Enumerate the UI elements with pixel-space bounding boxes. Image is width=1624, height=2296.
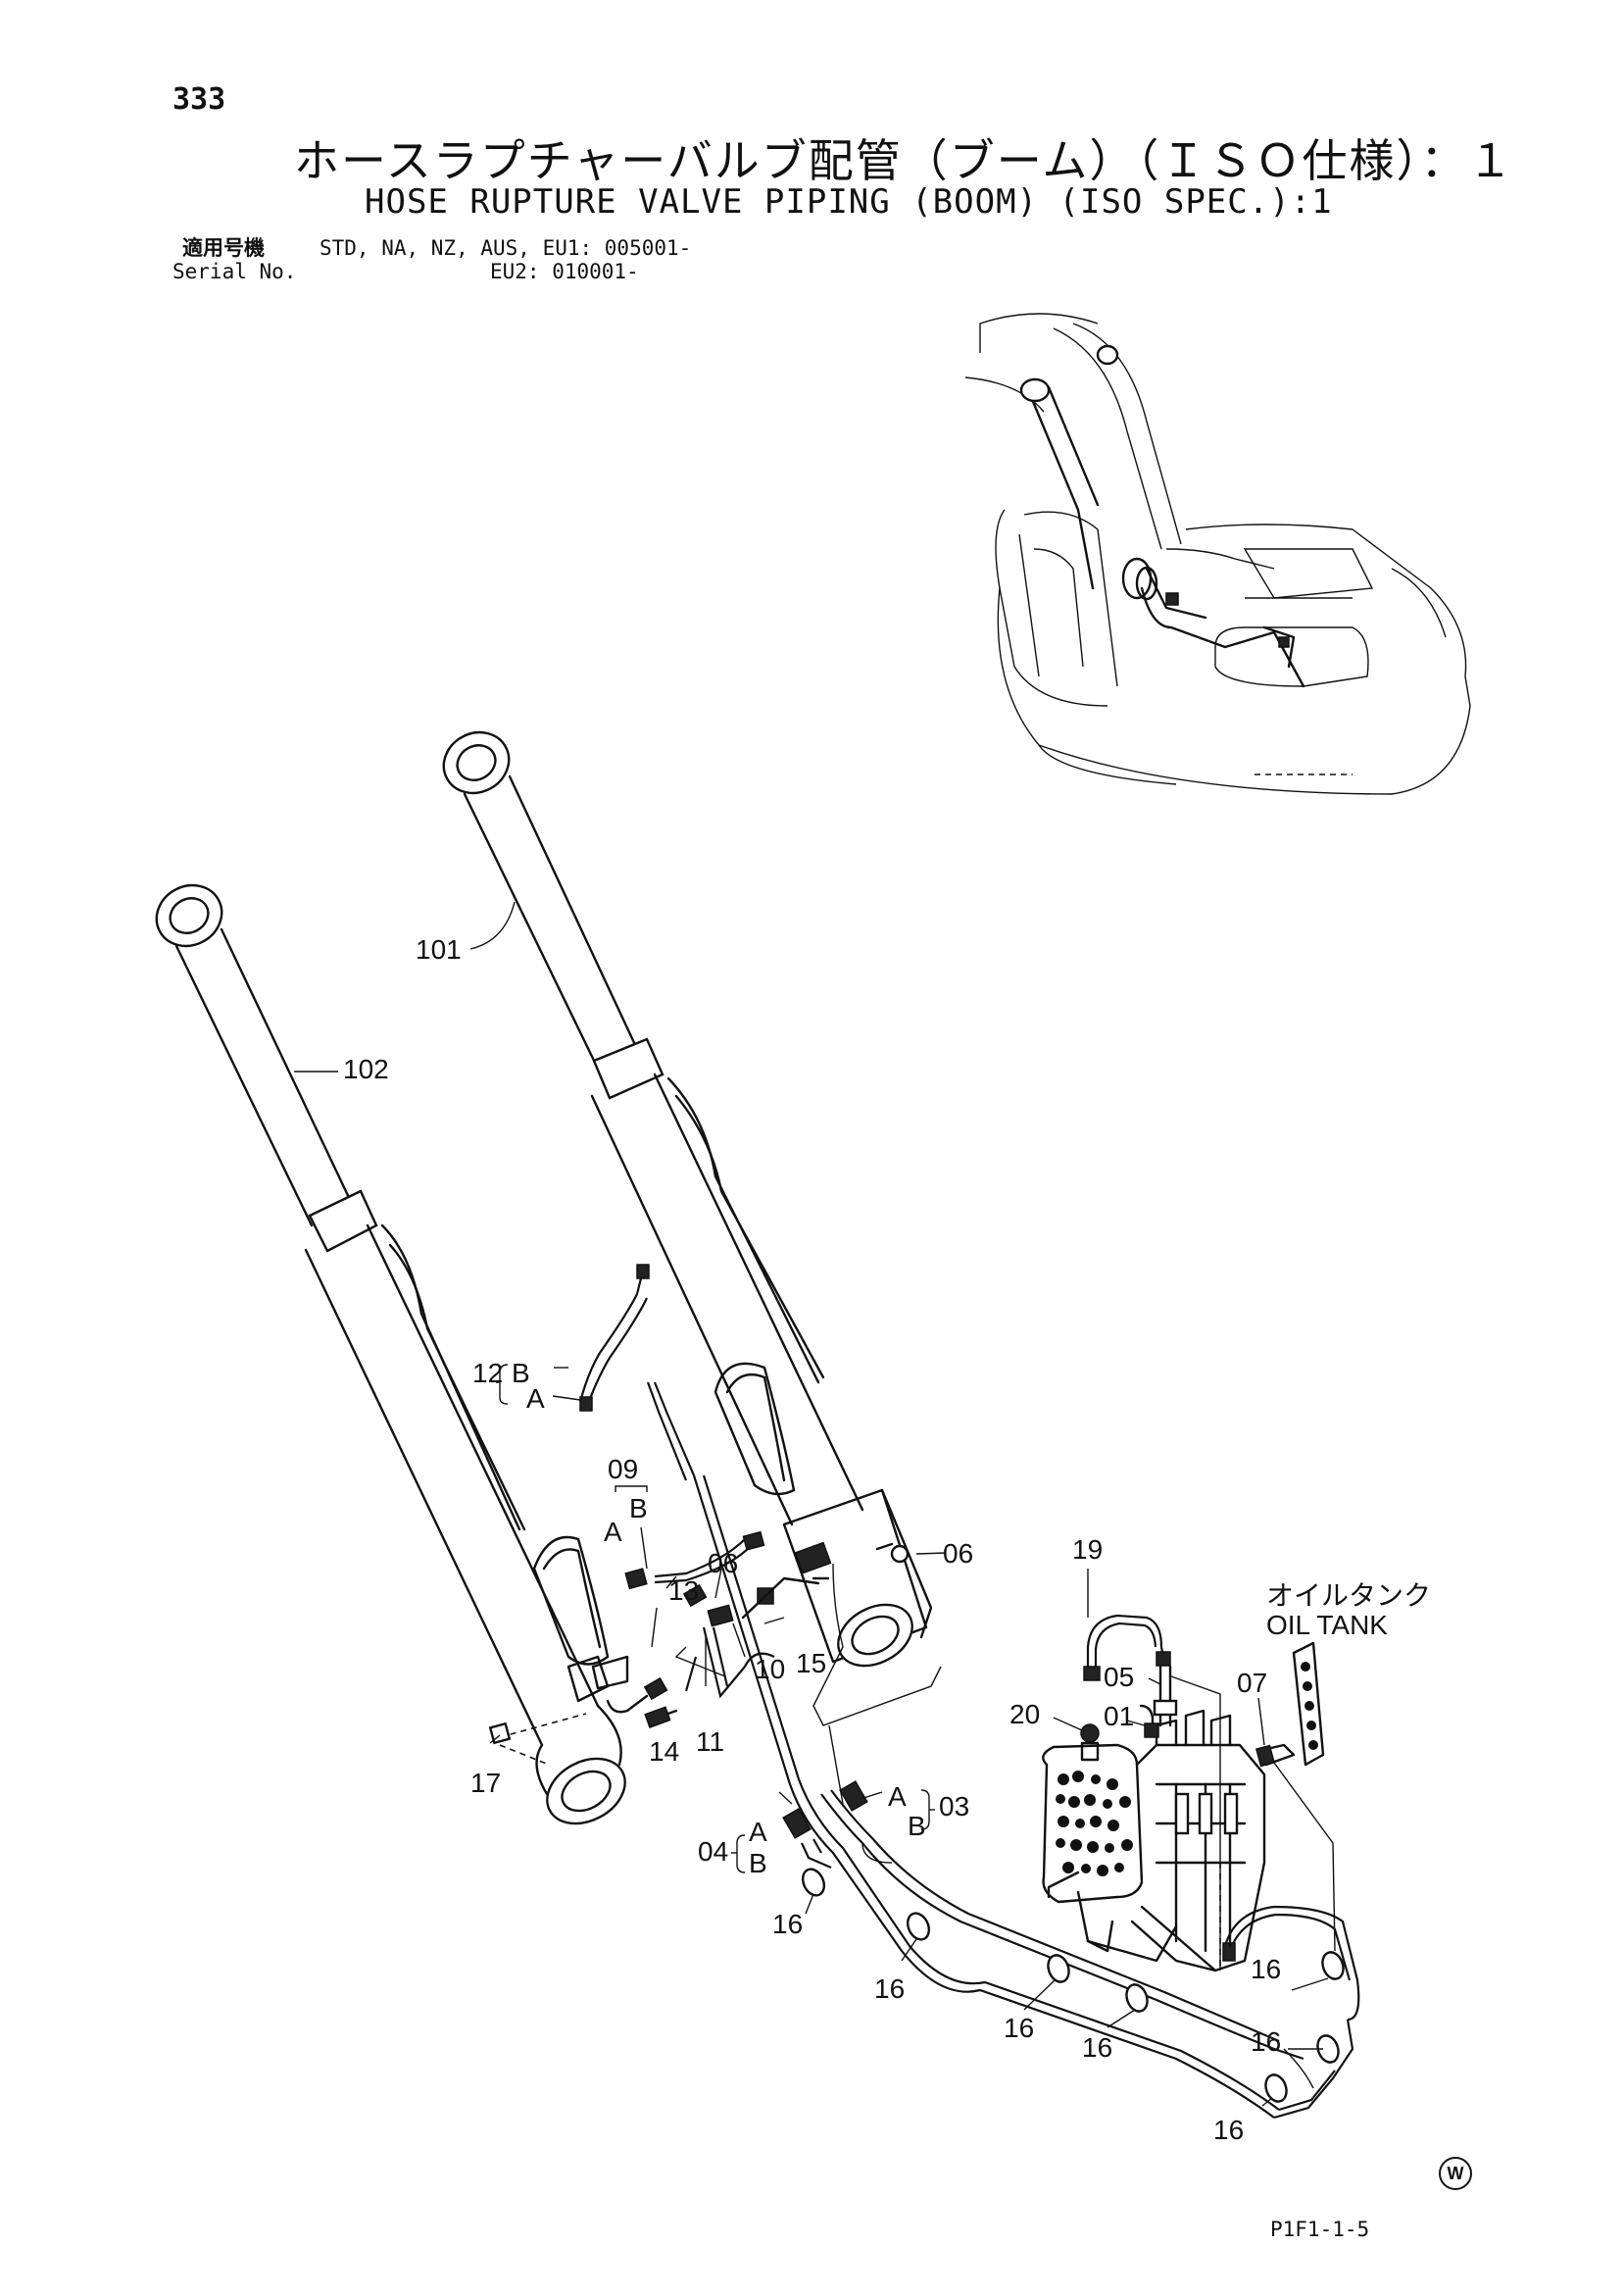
callout-16-5: 16 [1213,2115,1244,2145]
callout-101: 101 [416,934,462,965]
page-number: 333 [172,82,226,117]
callout-102: 102 [343,1054,389,1084]
pilot-hose-19 [1080,1614,1221,1971]
callout-16-7: 16 [1251,2026,1281,2057]
callout-labels: 101 102 12 B A 09 B A 06 06 13 10 15 11 … [343,934,1281,2145]
valve-piping-hoses [488,1264,910,1766]
callout-16-6: 16 [1251,1954,1281,1984]
callout-06-right: 06 [943,1538,973,1569]
callout-04b: B [749,1848,767,1878]
callout-16-3: 16 [1004,2013,1034,2043]
serial-label-jp: 適用号機 [182,236,265,260]
callout-09b: B [629,1493,648,1523]
callout-07: 07 [1237,1668,1267,1698]
callout-17: 17 [470,1768,501,1798]
callout-03: 03 [939,1791,969,1822]
oil-tank-port [1255,1641,1336,1952]
callout-05: 05 [1104,1662,1134,1692]
callout-04a: A [749,1817,767,1847]
leader-lines [294,901,1329,2107]
boom-cylinder-102 [155,883,626,1825]
callout-04: 04 [698,1836,728,1867]
callout-16-4: 16 [1082,2032,1112,2063]
callout-09a: A [604,1517,622,1547]
callout-19: 19 [1072,1534,1103,1565]
callout-11: 11 [696,1726,724,1757]
callout-16-2: 16 [874,1973,905,2004]
callout-14: 14 [649,1736,679,1767]
callout-12b: B [512,1358,530,1388]
callout-15: 15 [796,1648,826,1678]
boom-cylinder-101 [442,730,933,1668]
callout-20: 20 [1009,1699,1040,1729]
hose-clamps-16 [801,1868,1345,2103]
callout-10: 10 [755,1654,785,1684]
callout-03b: B [908,1811,926,1841]
page-title-jp: ホースラプチャーバルブ配管（ブーム）（ＩＳＯ仕様）：１ [294,134,1515,187]
callout-16-1: 16 [772,1909,803,1939]
page-title-en: HOSE RUPTURE VALVE PIPING (BOOM) (ISO SP… [365,182,1333,222]
callout-01: 01 [1104,1701,1134,1731]
oil-tank-label-jp: オイルタンク [1266,1579,1432,1612]
callout-03a: A [888,1781,907,1812]
callout-06-left: 06 [708,1548,738,1578]
long-hose-run [692,1474,1360,2120]
oil-tank-label-en: OIL TANK [1266,1610,1388,1640]
callout-12a: A [526,1383,545,1414]
excavator-inset-illustration [964,313,1471,795]
drawing-code: P1F1-1-5 [1270,2218,1370,2241]
callout-13: 13 [668,1575,699,1606]
callout-12: 12 [472,1358,503,1388]
callout-09: 09 [608,1454,638,1484]
serial-range-2: EU2: 010001- [490,260,639,283]
control-valve-block [1042,1709,1266,1972]
w-mark-badge: W [1439,2157,1472,2190]
serial-range-1: STD, NA, NZ, AUS, EU1: 005001- [320,236,692,260]
serial-label-en: Serial No. [172,260,297,283]
